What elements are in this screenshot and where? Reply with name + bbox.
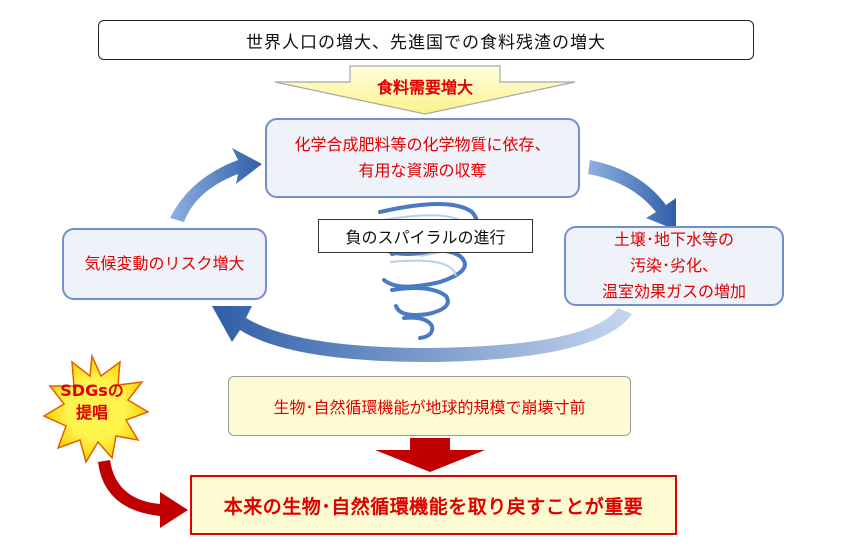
collapse-text: 生物･自然循環機能が地球的規模で崩壊寸前 [273,398,586,417]
demand-label: 食料需要増大 [330,72,520,100]
cycle-top-line-2: 有用な資源の収奪 [358,161,487,180]
header-box: 世界人口の増大、先進国での食料残渣の増大 [98,20,754,60]
sdgs-line-2: 提唱 [75,403,108,422]
goal-box: 本来の生物･自然循環機能を取り戻すことが重要 [190,475,677,535]
sdgs-star-label: SDGsの 提唱 [52,372,132,432]
cycle-right-line-1: 土壌･地下水等の [613,230,734,249]
cycle-right-line-3: 温室効果ガスの増加 [601,282,746,301]
collapse-box: 生物･自然循環機能が地球的規模で崩壊寸前 [228,376,631,436]
spiral-label: 負のスパイラルの進行 [318,219,533,253]
cycle-box-right: 土壌･地下水等の 汚染･劣化、 温室効果ガスの増加 [564,226,784,306]
cycle-arrow-top-to-right [588,160,676,230]
sdgs-line-1: SDGsの [60,381,124,400]
goal-text: 本来の生物･自然循環機能を取り戻すことが重要 [223,495,644,518]
demand-text: 食料需要増大 [376,78,473,97]
spiral-label-text: 負のスパイラルの進行 [345,228,506,247]
header-text: 世界人口の増大、先進国での食料残渣の増大 [246,32,606,53]
cycle-arrow-right-to-left [212,306,632,362]
sdgs-starburst [42,353,150,464]
cycle-top-line-1: 化学合成肥料等の化学物質に依存、 [294,135,551,154]
down-arrow-red [375,438,485,472]
cycle-left-line-1: 気候変動のリスク増大 [84,254,245,273]
cycle-right-line-2: 汚染･劣化、 [629,256,718,275]
sdgs-curved-arrow [98,460,188,528]
cycle-arrow-left-to-top [170,148,262,222]
cycle-box-left: 気候変動のリスク増大 [62,228,267,300]
demand-down-arrow [274,65,576,115]
cycle-box-top: 化学合成肥料等の化学物質に依存、 有用な資源の収奪 [265,118,580,198]
